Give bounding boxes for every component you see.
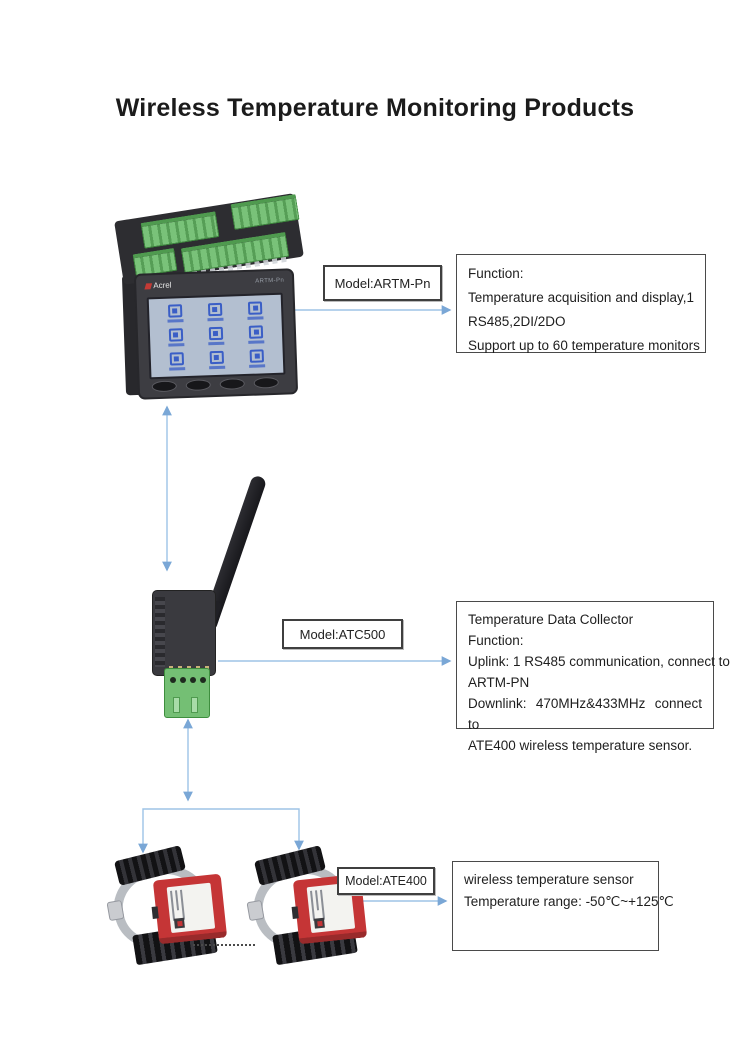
brand-name: Acrel	[153, 280, 172, 291]
terminal-hole	[180, 677, 186, 683]
terminal-hole	[190, 677, 196, 683]
sensor-label	[166, 882, 216, 934]
collector-ribs	[155, 597, 165, 667]
function-box-artm-pn: Function: Temperature acquisition and di…	[456, 254, 706, 353]
lcd-icon	[156, 325, 196, 349]
panel-button	[185, 379, 211, 392]
lcd-icon	[235, 299, 275, 323]
terminal-hole	[170, 677, 176, 683]
sensor-band-clamp	[106, 899, 125, 922]
function-box-atc500: Temperature Data Collector Function: Upl…	[456, 601, 730, 753]
ate400-sensor-image	[106, 845, 240, 967]
panel-buttons	[151, 376, 279, 393]
terminal-slot	[173, 697, 180, 713]
function-line: Support up to 60 temperature monitors	[468, 338, 700, 353]
function-line: Temperature range: -50℃~+125℃	[464, 894, 674, 909]
lcd-icon	[195, 300, 235, 324]
function-line: Temperature acquisition and display,1	[468, 290, 694, 305]
brand-logo-icon	[144, 282, 153, 289]
lcd-icon	[157, 349, 197, 373]
sensor-emblem-icon	[313, 917, 325, 929]
page-title: Wireless Temperature Monitoring Products	[115, 94, 635, 122]
model-label-artm-pn: Model:ARTM-Pn	[323, 265, 442, 301]
function-line: ATE400 wireless temperature sensor.	[468, 738, 693, 753]
function-line: Function:	[468, 633, 524, 648]
function-line: Function:	[468, 266, 524, 281]
model-label-atc500: Model:ATC500	[282, 619, 403, 649]
function-line: Uplink: 1 RS485 communication, connect t…	[468, 654, 730, 669]
function-line: wireless temperature sensor	[464, 872, 634, 887]
panel-button	[219, 378, 245, 390]
lcd-screen	[146, 292, 286, 380]
sensor-emblem-icon	[173, 917, 185, 929]
function-line: RS485,2DI/2DO	[468, 314, 566, 329]
ellipsis-more-sensors	[193, 944, 255, 946]
lcd-icon	[236, 323, 276, 347]
function-line: Downlink: 470MHz&433MHz connect to	[468, 696, 702, 732]
collector-body	[152, 590, 216, 676]
sensor-side-cap	[291, 906, 299, 919]
lcd-icon	[155, 302, 195, 326]
lcd-icon	[197, 348, 237, 372]
atc500-device-image	[140, 458, 270, 720]
panel-model-text: ARTM-Pn	[255, 277, 285, 285]
terminal-slot	[191, 697, 198, 713]
lcd-icon	[237, 346, 277, 370]
sensor-body	[151, 873, 228, 945]
arrow-branch-to-sensors	[138, 808, 304, 854]
lcd-icon	[196, 324, 236, 348]
panel-button	[253, 376, 279, 389]
sensor-band-clamp	[246, 899, 265, 922]
terminal-hole	[200, 677, 206, 683]
brand-logo: Acrel	[144, 280, 172, 291]
function-box-ate400: wireless temperature sensor Temperature …	[452, 861, 674, 951]
function-line: ARTM-PN	[468, 675, 530, 690]
function-line: Temperature Data Collector	[468, 612, 634, 627]
artm-pn-device-image: Acrel ARTM-Pn	[112, 183, 304, 400]
collector-terminal	[164, 668, 210, 718]
sensor-side-cap	[151, 906, 159, 919]
model-label-ate400: Model:ATE400	[337, 867, 435, 895]
meter-front-panel: Acrel ARTM-Pn	[133, 268, 299, 400]
panel-button	[151, 380, 177, 393]
